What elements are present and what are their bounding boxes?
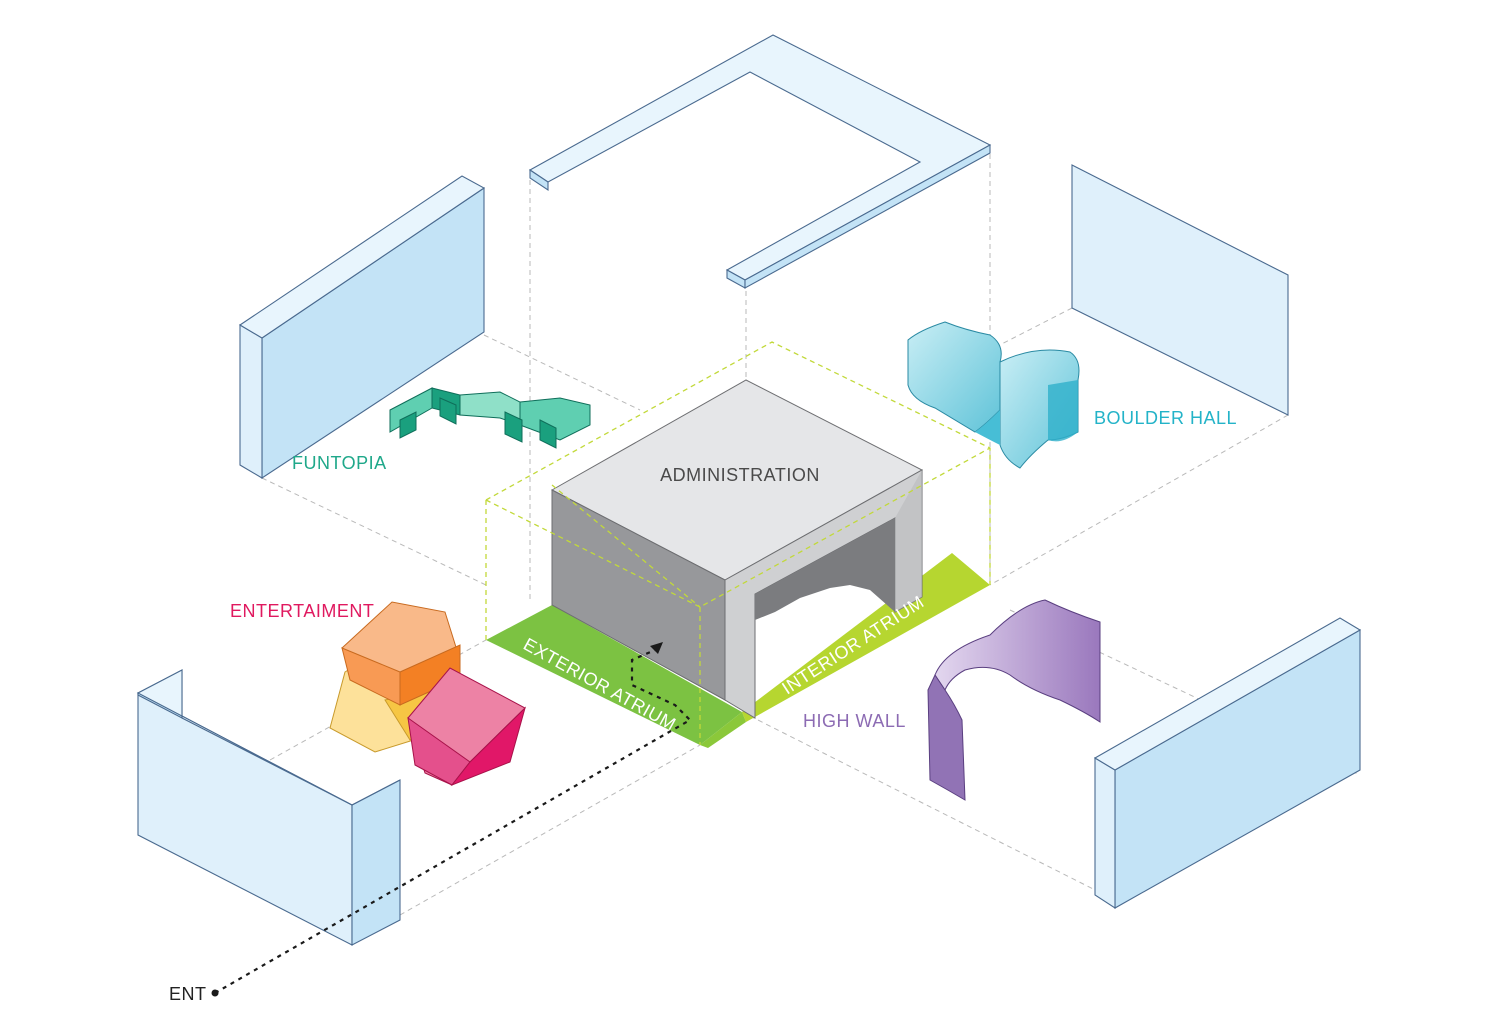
administration-label: ADMINISTRATION — [660, 465, 820, 485]
funtopia-shape — [389, 387, 591, 449]
entrance-label: ENT — [169, 984, 207, 1004]
boulder-hall-shape — [907, 321, 1080, 469]
entertainment-wall-panel — [136, 669, 401, 946]
interior-atrium-label: INTERIOR ATRIUM — [778, 592, 927, 699]
atrium-volume-outline — [485, 341, 991, 745]
funtopia-label: FUNTOPIA — [292, 453, 387, 473]
boulder-hall-wall-panel — [1071, 164, 1289, 416]
high-wall-wall-panel — [1093, 617, 1362, 910]
high-wall-label: HIGH WALL — [803, 711, 906, 731]
entertainment-label: ENTERTAIMENT — [230, 601, 374, 621]
entrance-dot — [211, 989, 219, 997]
entertainment-shape — [329, 601, 526, 787]
administration-opening — [755, 518, 895, 620]
upper-wall-panel — [528, 34, 992, 289]
entrance-arrow-icon — [650, 642, 663, 654]
funtopia-wall-panel — [238, 175, 486, 480]
boulder-hall-label: BOULDER HALL — [1094, 408, 1237, 428]
atrium-floor — [486, 553, 990, 748]
interior-atrium-floor — [742, 553, 990, 722]
exterior-atrium-floor — [486, 605, 742, 745]
high-wall-shape — [927, 599, 1101, 801]
entrance-path — [211, 642, 692, 997]
administration-block — [550, 379, 924, 719]
